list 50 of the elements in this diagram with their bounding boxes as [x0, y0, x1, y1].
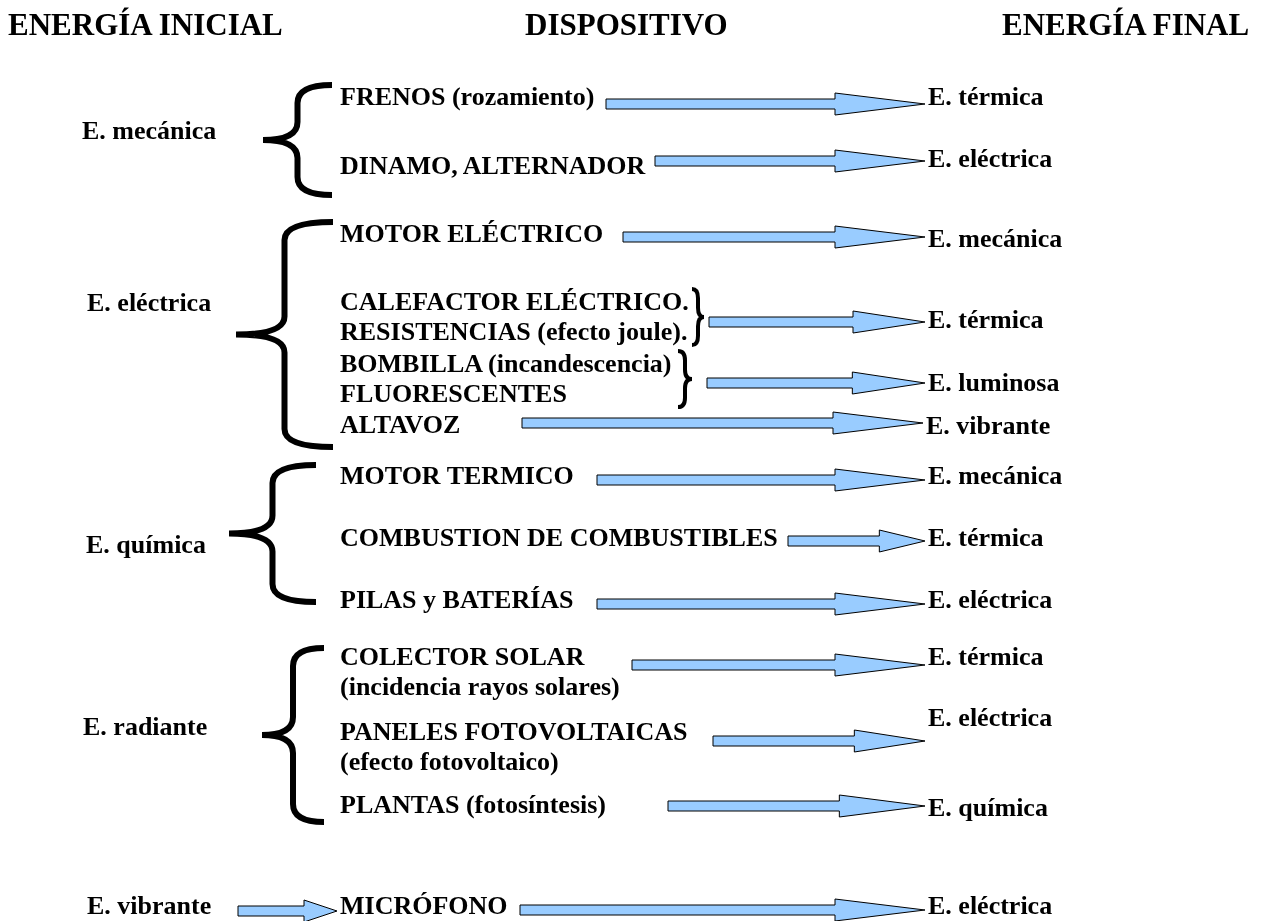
node-text: E. luminosa: [928, 368, 1060, 398]
node-text: E. mecánica: [928, 461, 1063, 491]
node-text: E. vibrante: [87, 891, 212, 921]
block-arrow: [605, 92, 926, 116]
node-text: E. eléctrica: [928, 585, 1053, 615]
node-text: (incidencia rayos solares): [340, 672, 620, 702]
block-arrow: [654, 149, 926, 173]
block-arrow: [622, 225, 926, 249]
column-heading: DISPOSITIVO: [525, 10, 728, 40]
block-arrow: [631, 653, 926, 677]
node-text: MICRÓFONO: [340, 891, 508, 921]
node-text: E. eléctrica: [928, 703, 1053, 733]
node-text: E. química: [928, 793, 1048, 823]
node-text: COLECTOR SOLAR: [340, 642, 586, 672]
node-text: ALTAVOZ: [340, 410, 461, 440]
node-text: E. eléctrica: [928, 144, 1053, 174]
node-text: E. térmica: [928, 642, 1044, 672]
block-arrow: [712, 729, 926, 753]
block-arrow: [521, 411, 924, 435]
node-text: (efecto fotovoltaico): [340, 747, 560, 777]
node-text: E. térmica: [928, 523, 1044, 553]
block-arrow: [787, 529, 926, 553]
energy-label: E. química: [86, 530, 206, 560]
node-text: CALEFACTOR ELÉCTRICO.: [340, 287, 689, 317]
node-text: E. térmica: [928, 305, 1044, 335]
node-text: PANELES FOTOVOLTAICAS: [340, 717, 688, 747]
energy-label: E. radiante: [83, 712, 208, 742]
node-text: FRENOS (rozamiento): [340, 82, 595, 112]
node-text: MOTOR ELÉCTRICO: [340, 219, 604, 249]
node-text: PLANTAS (fotosíntesis): [340, 790, 607, 820]
node-text: COMBUSTION DE COMBUSTIBLES: [340, 523, 778, 553]
node-text: E. vibrante: [926, 411, 1051, 441]
node-text: DINAMO, ALTERNADOR: [340, 151, 646, 181]
block-arrow: [596, 592, 926, 616]
block-arrow: [519, 898, 926, 921]
block-arrow: [708, 310, 926, 334]
node-text: FLUORESCENTES: [340, 379, 568, 409]
energy-label: E. mecánica: [82, 116, 217, 146]
energy-label: E. eléctrica: [87, 288, 212, 318]
node-text: E. mecánica: [928, 224, 1063, 254]
node-text: PILAS y BATERÍAS: [340, 585, 574, 615]
block-arrow: [706, 371, 926, 395]
node-text: BOMBILLA (incandescencia): [340, 349, 672, 379]
block-arrow: [237, 899, 338, 921]
node-text: MOTOR TERMICO: [340, 461, 574, 491]
block-arrow: [596, 468, 926, 492]
block-arrow: [667, 794, 926, 818]
node-text: RESISTENCIAS (efecto joule).: [340, 317, 689, 347]
node-text: E. térmica: [928, 82, 1044, 112]
node-text: E. eléctrica: [928, 891, 1053, 921]
